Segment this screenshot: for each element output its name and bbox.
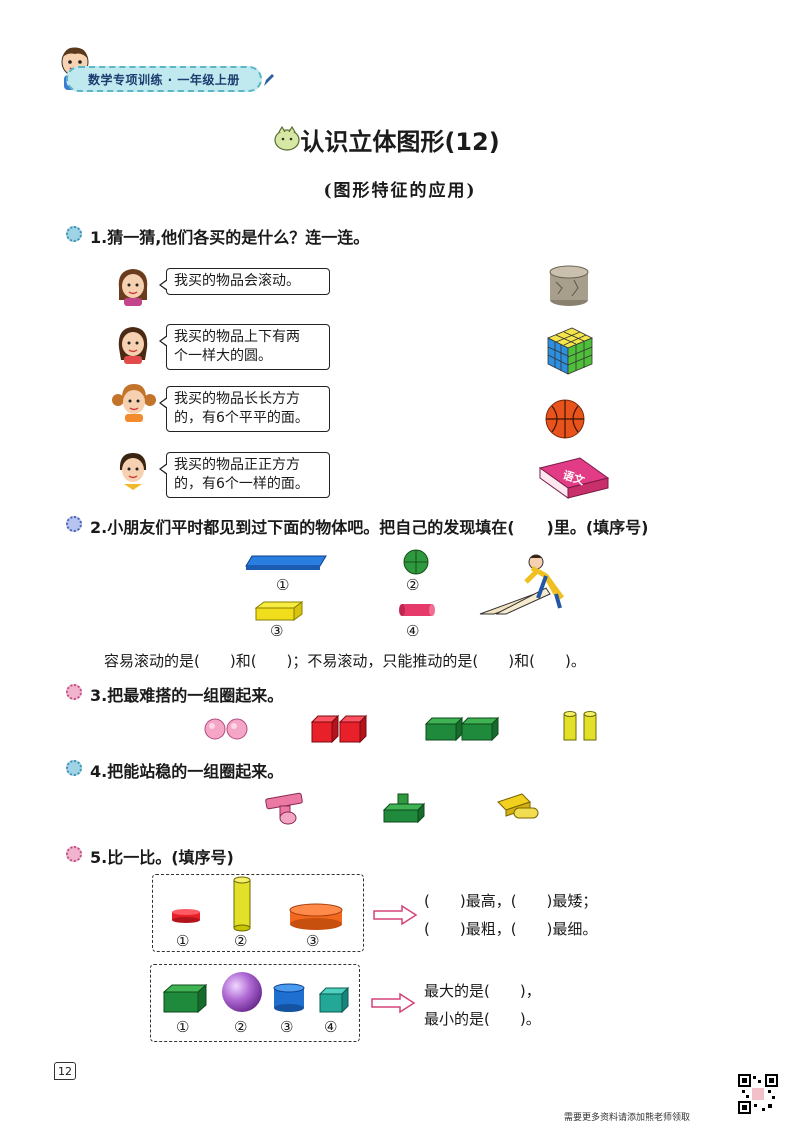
page-subtitle: (图形特征的应用) [323,181,477,201]
purple-ball-image [220,970,264,1018]
bubble-2-line2: 个一样大的圆。 [174,348,272,364]
q5-prompt: 5.比一比。(填序号) [90,848,234,867]
blue-cylinder-image [272,982,306,1018]
q2-prompt: 2.小朋友们平时都见到过下面的物体吧。把自己的发现填在( )里。(填序号) [90,518,649,537]
speech-bubble-4: 我买的物品正正方方 的，有6个一样的面。 [159,452,330,498]
rubiks-cube-image [544,324,596,382]
flower-bullet-icon [66,226,82,242]
girl-avatar-3 [112,382,156,426]
flower-bullet-icon [66,846,82,862]
page-title: 认识立体图形(12) [300,128,500,156]
yellow-block-image [254,600,304,626]
q2-label-1: ① [276,576,290,594]
green-boxes-pair [424,714,500,746]
pink-balls-pair [202,716,252,746]
green-box-image [162,982,208,1018]
flower-bullet-icon [66,516,82,532]
chinese-book-image: 语文 [534,456,612,506]
q5-group1-box [152,874,364,952]
q5-g1-label-3: ③ [306,932,320,950]
book-label: 语文 [561,468,587,488]
bubble-3-line2: 的，有6个平平的面。 [174,410,309,426]
qr-code-icon [738,1074,778,1114]
q5-g2-label-1: ① [176,1018,190,1036]
green-ball-image [402,548,430,580]
child-ramp-image [476,548,566,622]
series-title: 数学专项训练 · 一年级上册 [88,73,240,87]
q2-label-4: ④ [406,622,420,640]
q2-answer-line: 容易滚动的是( )和( )；不易滚动，只能推动的是( )和( )。 [104,652,586,670]
q5-group2-line2: 最小的是( )。 [424,1010,541,1028]
speech-bubble-1: 我买的物品会滚动。 [159,268,330,295]
q5-group2-line1: 最大的是( )， [424,982,541,1000]
q5-g1-label-1: ① [176,932,190,950]
red-cubes-pair [308,712,370,748]
speech-bubble-3: 我买的物品长长方方 的，有6个平平的面。 [159,386,330,432]
girl-avatar-1 [116,266,150,310]
series-ribbon [66,66,262,92]
bubble-4-line1: 我买的物品正正方方 [174,457,300,473]
girl-avatar-4 [116,450,150,496]
q2-label-2: ② [406,576,420,594]
pencil-icon [262,72,276,92]
q3-prompt: 3.把最难搭的一组圈起来。 [90,686,284,705]
cactus-icon [272,124,302,156]
q5-group2-box [150,964,360,1042]
bubble-4-line2: 的，有6个一样的面。 [174,476,309,492]
girl-avatar-2 [116,324,150,368]
arrow-right-icon [370,992,416,1018]
q5-g2-label-4: ④ [324,1018,338,1036]
blue-plank-image [244,554,328,576]
yellow-stack-image [494,790,544,828]
q2-label-3: ③ [270,622,284,640]
page-number: 12 [54,1062,76,1080]
bubble-2-line1: 我买的物品上下有两 [174,329,300,345]
bubble-3-line1: 我买的物品长长方方 [174,391,300,407]
basketball-image [544,398,586,444]
stone-cylinder-image [544,262,594,312]
q5-group1-line1: ( )最高，( )最矮； [424,892,598,910]
tall-cylinder-image [232,876,252,936]
q5-g2-label-3: ③ [280,1018,294,1036]
footer-note: 需要更多资料请添加熊老师领取 [564,1113,691,1123]
orange-drum-image [288,902,344,936]
pink-stack-image [262,792,310,830]
red-disc-image [170,908,202,928]
arrow-right-icon [372,904,418,930]
yellow-cylinders-pair [560,710,602,748]
q5-g1-label-2: ② [234,932,248,950]
speech-bubble-2: 我买的物品上下有两 个一样大的圆。 [159,324,330,370]
q5-g2-label-2: ② [234,1018,248,1036]
green-stack-image [382,792,428,830]
teal-cube-image [318,986,350,1018]
q5-group1-line2: ( )最粗，( )最细。 [424,920,598,938]
q4-prompt: 4.把能站稳的一组圈起来。 [90,762,284,781]
pink-cylinder-image [398,602,438,622]
bubble-1-line1: 我买的物品会滚动。 [174,273,300,289]
q1-prompt: 1.猜一猜,他们各买的是什么？连一连。 [90,228,370,247]
flower-bullet-icon [66,684,82,700]
flower-bullet-icon [66,760,82,776]
